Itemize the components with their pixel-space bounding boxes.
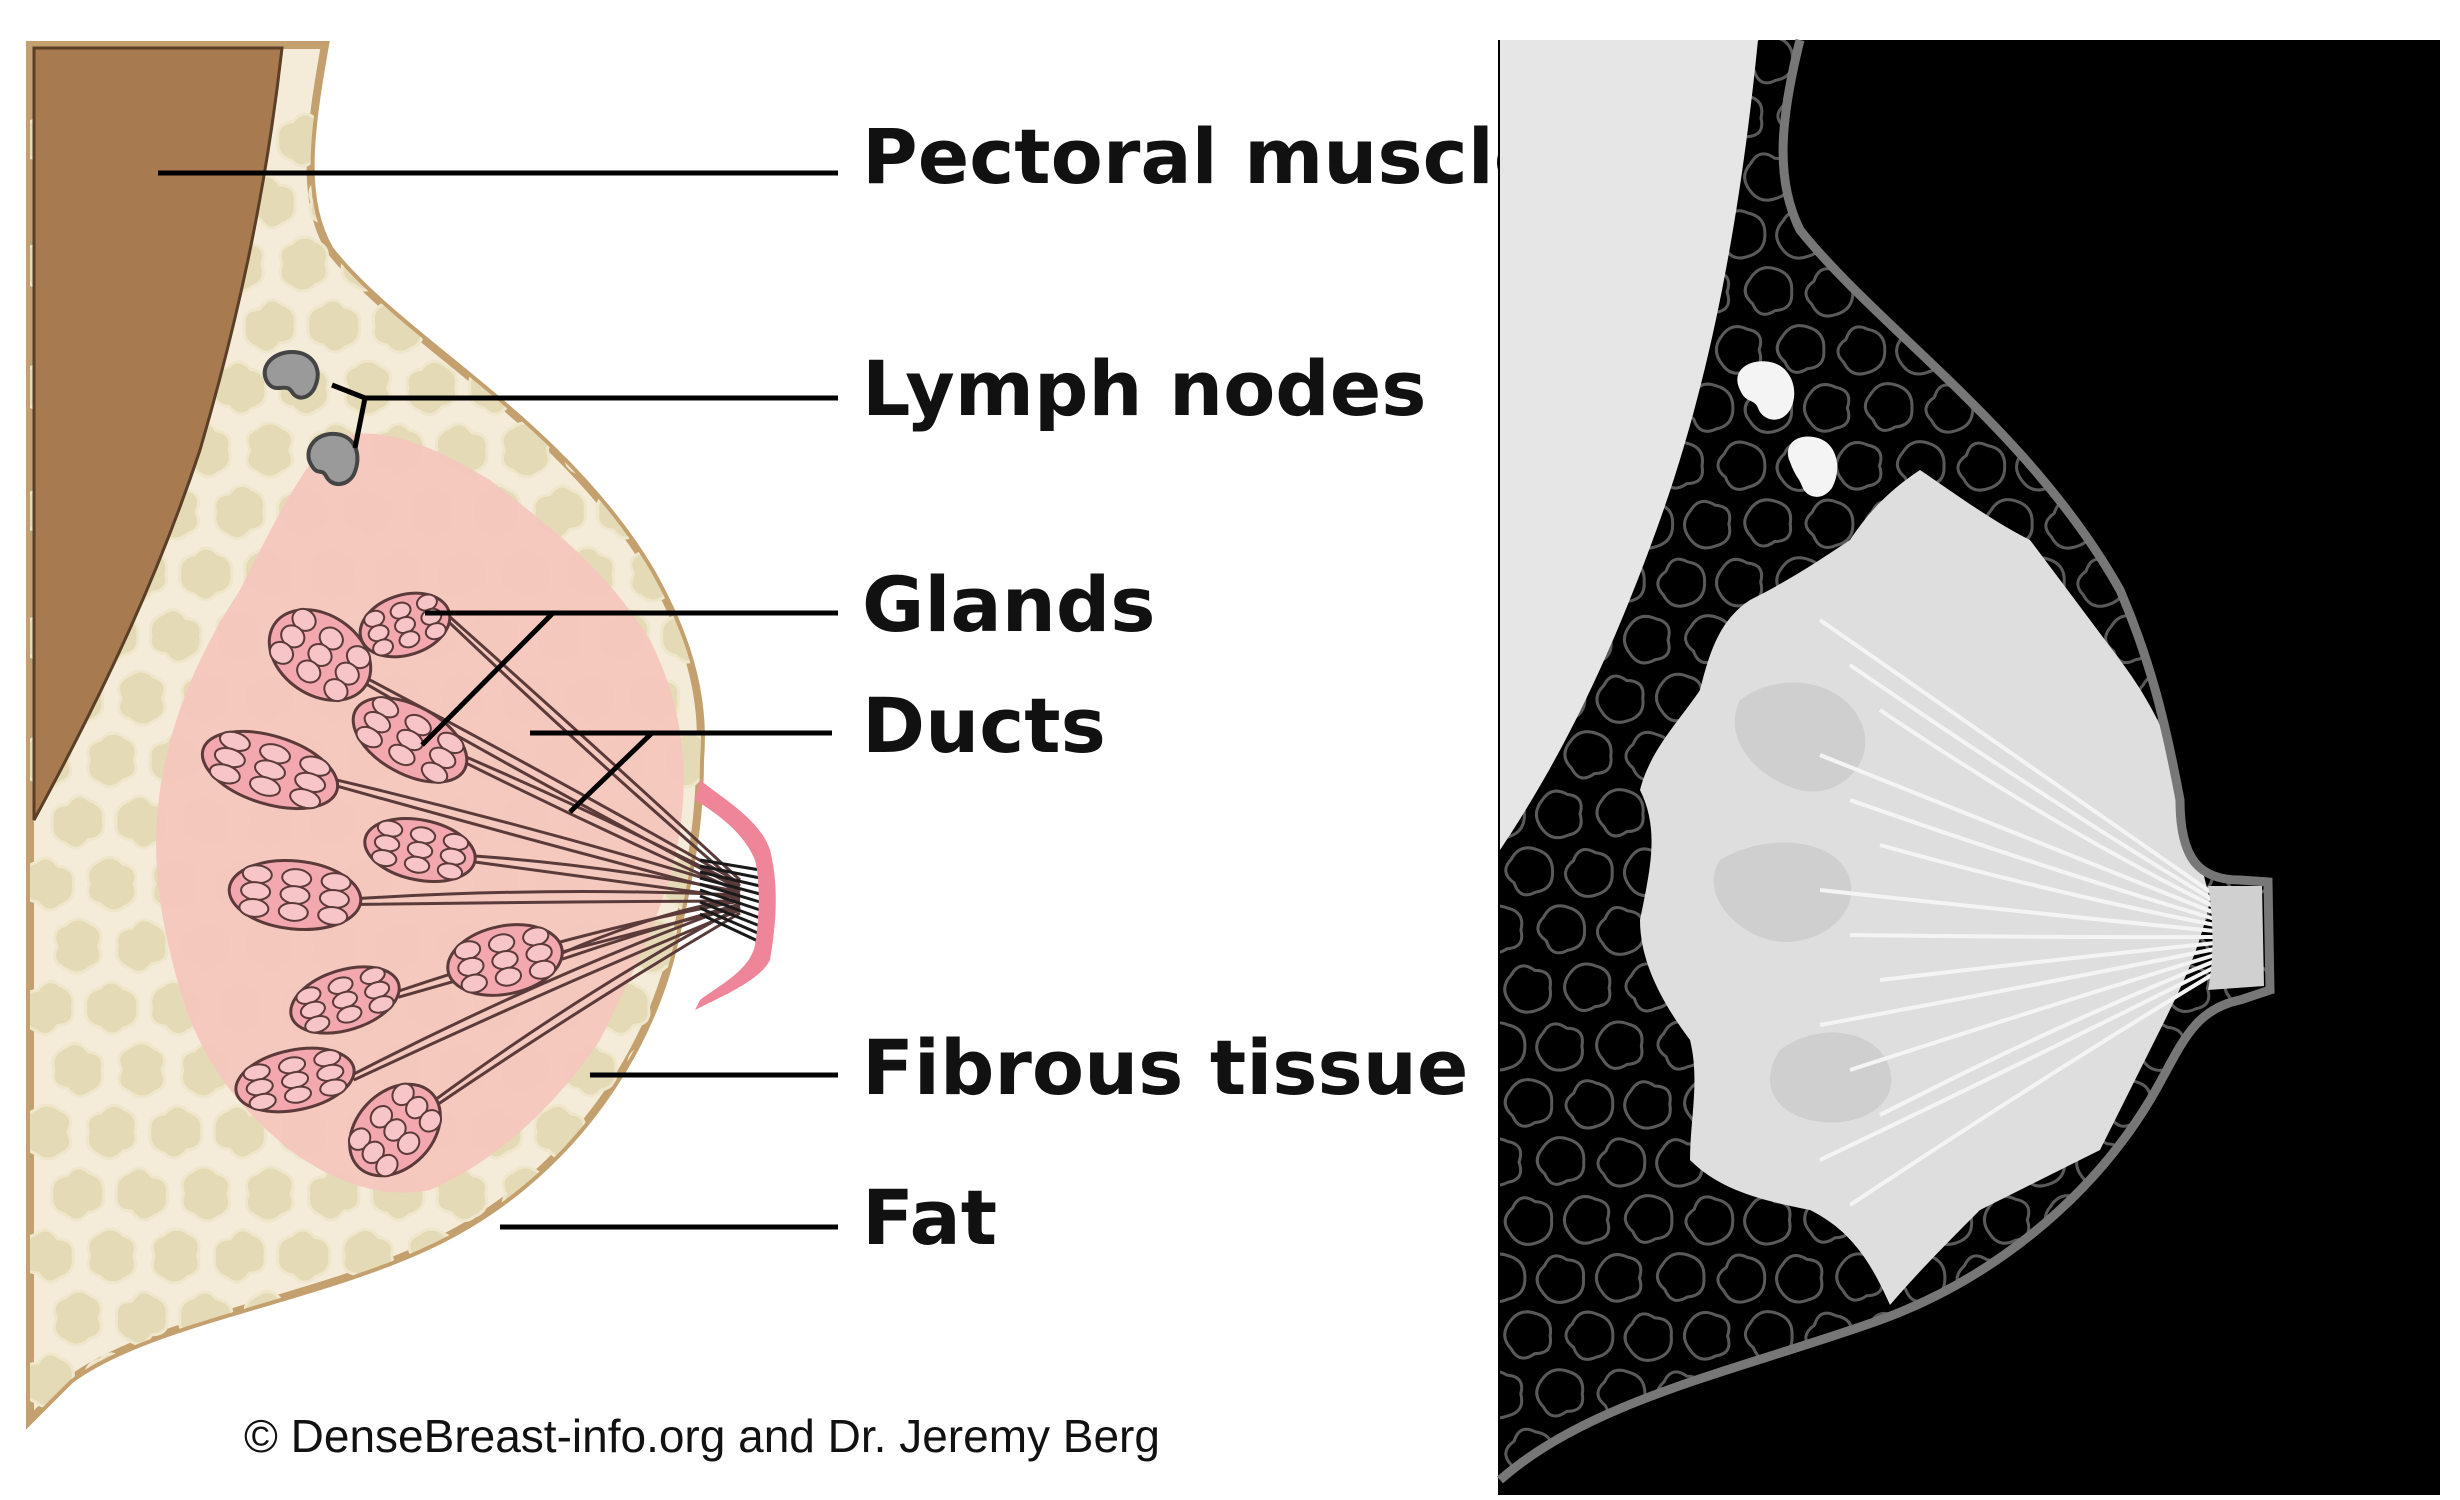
label-fat: Fat — [862, 1173, 997, 1262]
fat-lobule — [598, 1354, 649, 1406]
fat-lobule — [247, 423, 292, 477]
fat-lobule — [278, 1230, 330, 1282]
fat-lobule — [180, 548, 232, 600]
fat-lobule — [151, 1353, 200, 1406]
fat-lobule — [628, 424, 680, 476]
fat-lobule — [246, 1167, 293, 1221]
fat-lobule — [630, 1291, 677, 1345]
fat-lobule — [662, 1354, 714, 1406]
fat-lobule — [566, 1291, 613, 1345]
fat-lobule — [534, 362, 585, 414]
fat-lobule — [342, 114, 393, 166]
fat-lobule — [54, 1291, 101, 1345]
fat-lobule — [534, 114, 585, 166]
fat-lobule — [182, 1167, 230, 1221]
fat-lobule — [88, 733, 136, 787]
fat-lobule — [471, 1229, 520, 1283]
fat-lobule — [564, 300, 616, 352]
fat-lobule — [471, 237, 520, 290]
fat-lobule — [663, 485, 712, 539]
mammogram-panel — [1476, 36, 2440, 1495]
fat-lobule — [55, 919, 101, 973]
fat-lobule — [311, 1291, 356, 1345]
fat-lobule — [601, 1105, 647, 1159]
fat-lobule — [374, 175, 421, 229]
fat-lobule — [565, 175, 614, 228]
fat-lobule — [406, 238, 458, 290]
fat-lobule — [501, 299, 551, 352]
fat-lobule — [119, 1043, 165, 1097]
fat-lobule — [470, 362, 522, 414]
fat-lobule — [631, 175, 676, 229]
fat-lobule — [439, 299, 484, 353]
fat-lobule — [536, 1353, 583, 1407]
fat-lobule — [373, 1291, 422, 1344]
fat-lobule — [502, 423, 549, 477]
fat-lobule — [598, 1230, 649, 1282]
fat-lobule — [628, 300, 679, 352]
mammogram-duct-streak — [1850, 935, 2215, 937]
credit-text: © DenseBreast-info.org and Dr. Jeremy Be… — [244, 1410, 1160, 1462]
mammogram-gland-shadow-3 — [1770, 1033, 1891, 1123]
fat-lobule — [342, 238, 393, 290]
fat-lobule — [280, 237, 327, 291]
fat-lobule — [436, 1292, 488, 1344]
fat-lobule — [279, 1353, 328, 1406]
mammogram-nipple — [2208, 886, 2264, 990]
fat-lobule — [408, 113, 455, 167]
fat-lobule — [664, 361, 712, 415]
label-lymph-nodes: Lymph nodes — [862, 344, 1426, 433]
fat-lobule — [88, 857, 136, 911]
fat-lobule — [87, 1105, 136, 1159]
label-pectoral-muscle: Pectoral muscle — [862, 112, 1545, 201]
fat-lobule — [500, 176, 552, 228]
fat-lobule — [436, 176, 487, 228]
fat-lobule — [119, 671, 165, 725]
fat-lobule — [628, 1168, 680, 1220]
anatomy-panel: Pectoral muscle Lymph nodes Glands Ducts… — [22, 45, 1546, 1462]
fat-lobule — [600, 361, 647, 415]
fat-lobule — [86, 982, 138, 1034]
fat-lobule — [664, 1229, 711, 1283]
fat-lobule — [662, 982, 714, 1034]
fat-lobule — [661, 610, 713, 662]
fat-lobule — [663, 113, 713, 166]
fat-lobule — [662, 238, 714, 290]
label-ducts: Ducts — [862, 681, 1106, 770]
label-fibrous-tissue: Fibrous tissue — [862, 1023, 1468, 1112]
fat-lobule — [663, 1105, 712, 1159]
fat-lobule — [86, 1354, 138, 1406]
fat-lobule — [25, 1105, 71, 1159]
label-glands: Glands — [862, 560, 1155, 649]
fat-lobule — [472, 1353, 519, 1407]
fat-lobule — [598, 114, 650, 166]
fat-lobule — [152, 1229, 199, 1283]
fat-lobule — [406, 1354, 457, 1406]
fat-lobule — [537, 237, 582, 291]
fat-lobule — [373, 299, 422, 352]
fat-lobule — [345, 361, 390, 415]
fat-lobule — [599, 237, 648, 290]
fat-lobule — [342, 1354, 394, 1406]
fat-lobule — [472, 113, 519, 167]
fat-lobule — [565, 1167, 614, 1221]
fat-lobule — [88, 1229, 135, 1283]
fat-lobule — [500, 1292, 551, 1344]
fat-lobule — [217, 1353, 262, 1407]
fat-lobule — [534, 1230, 586, 1282]
